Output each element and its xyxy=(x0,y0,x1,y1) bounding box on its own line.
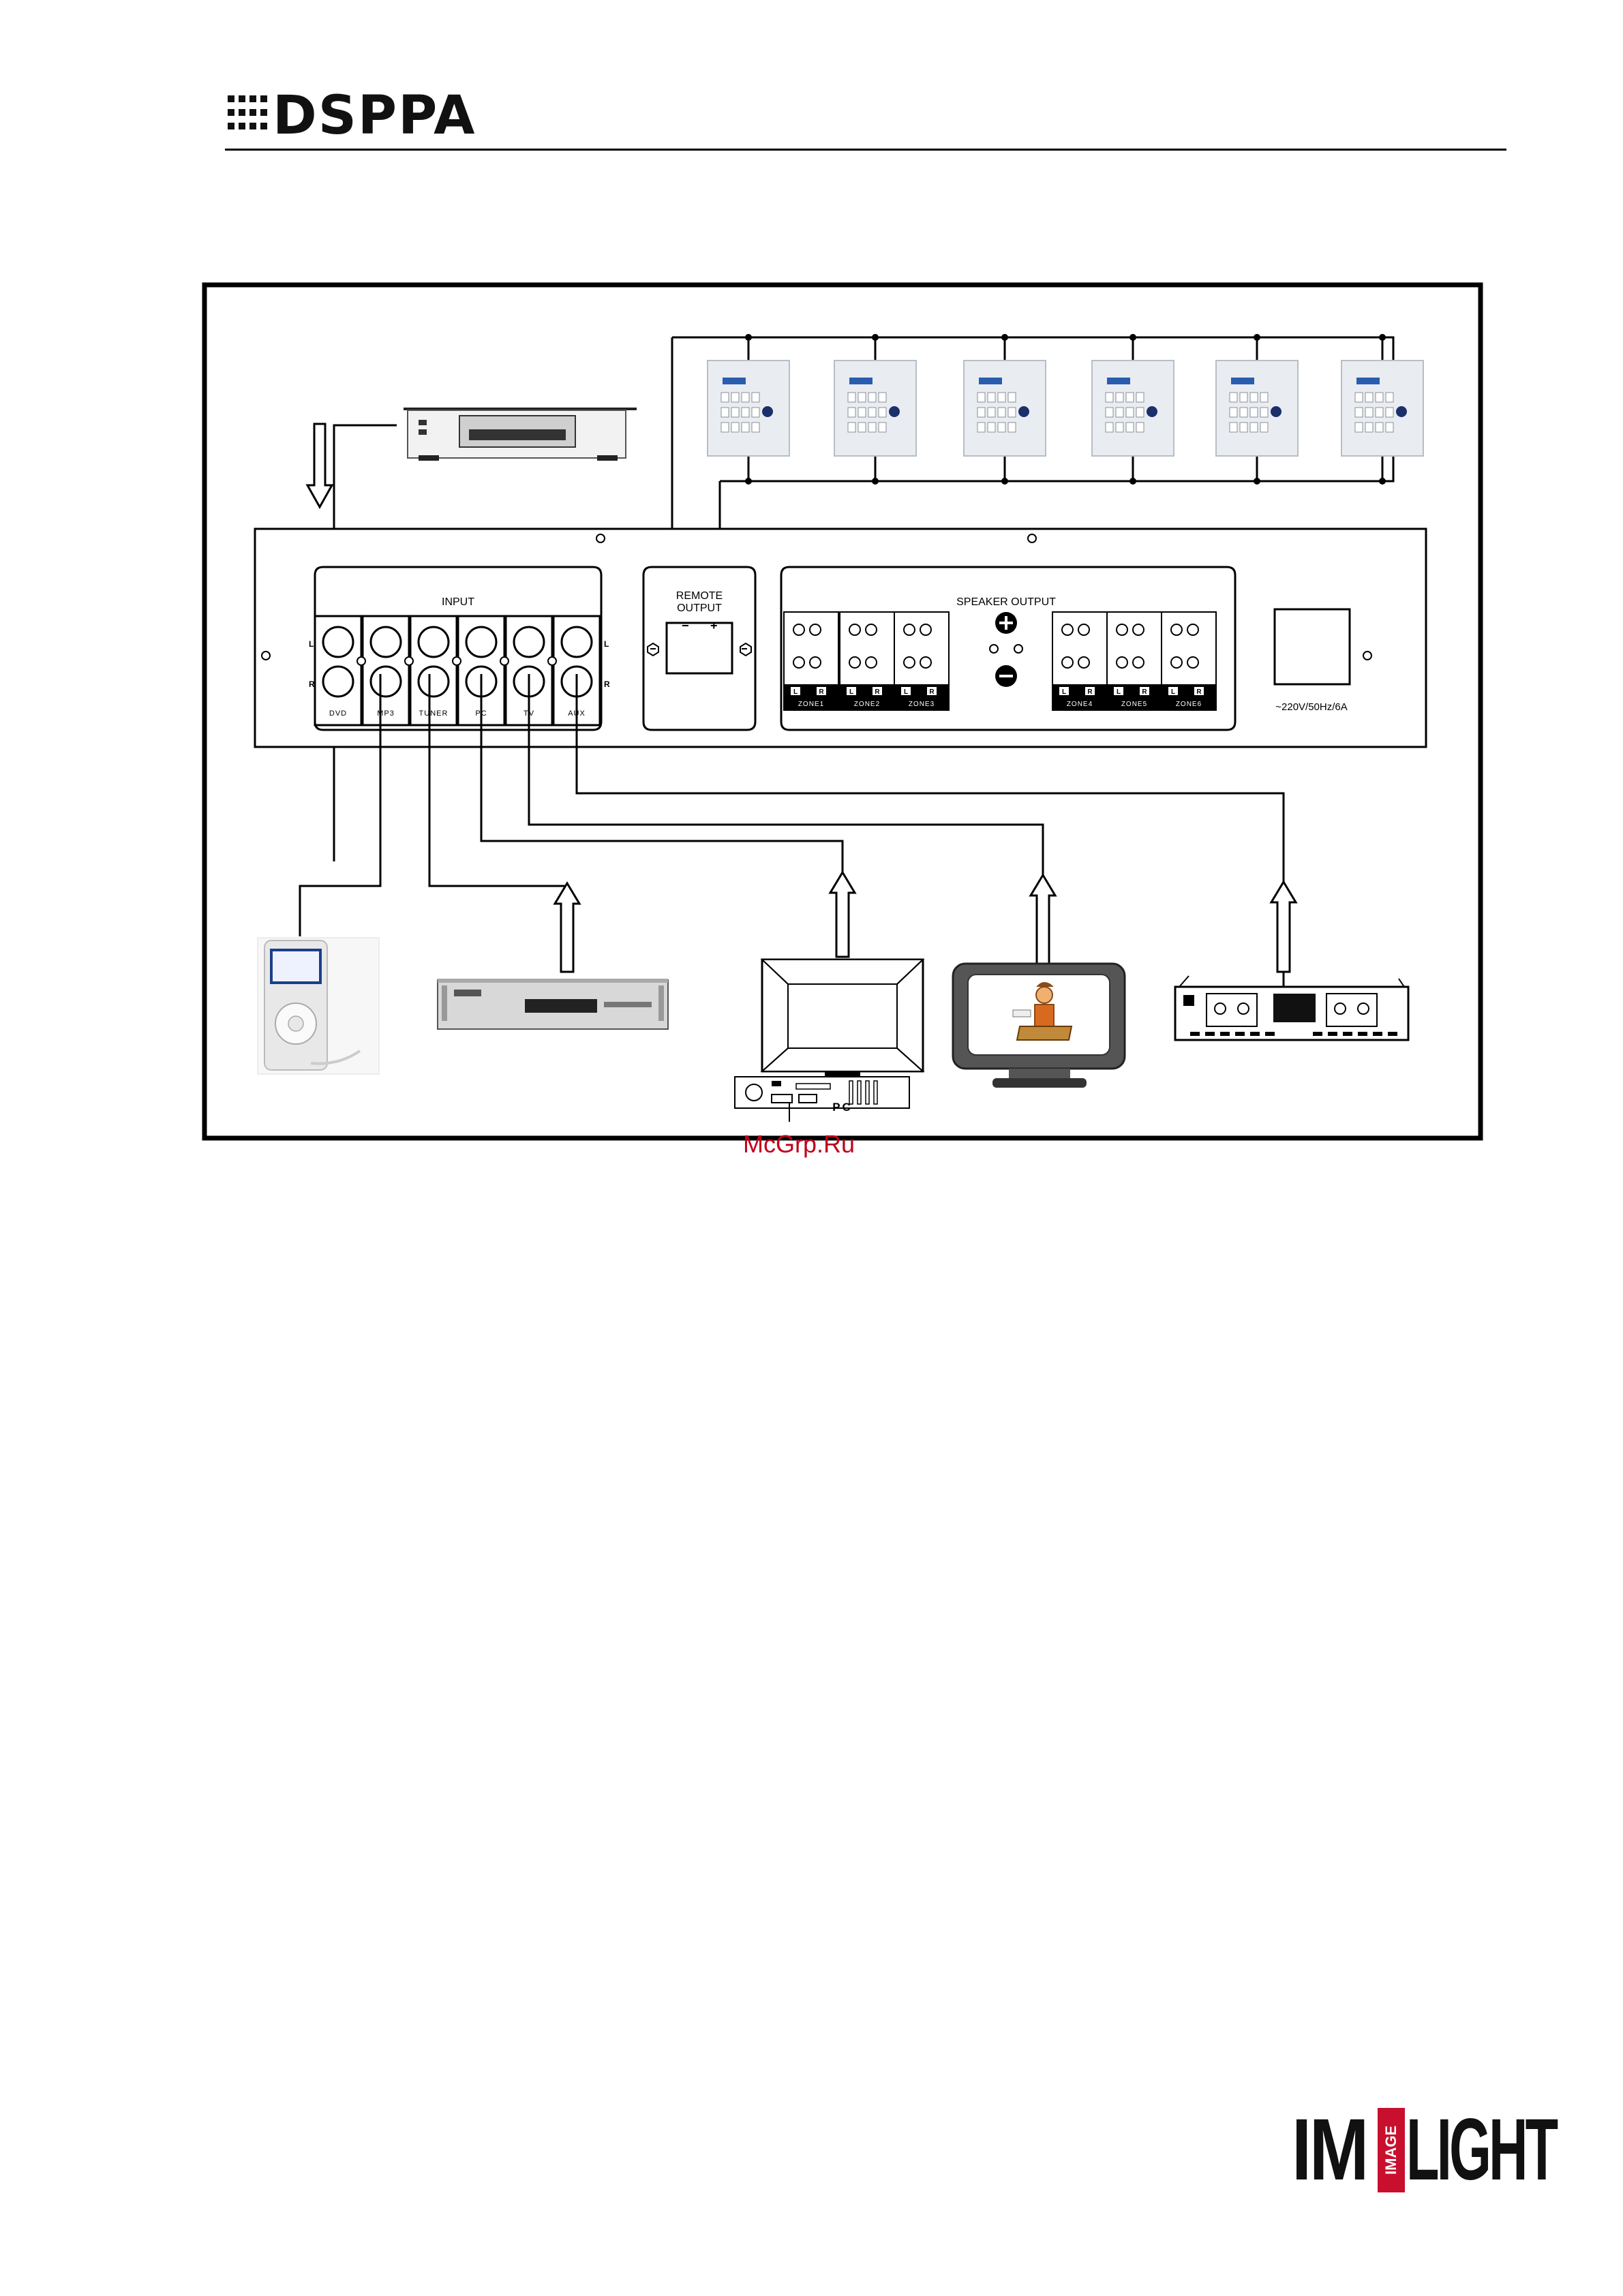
input-channel-label: TUNER xyxy=(419,709,449,718)
remote-panels xyxy=(672,334,1423,485)
zone-l-mark: L xyxy=(793,688,798,696)
dsppa-logo: DSPPA xyxy=(225,89,484,143)
zone-label: ZONE3 xyxy=(909,701,935,708)
remote-panel xyxy=(964,334,1046,485)
input-title: INPUT xyxy=(442,596,474,608)
rca-jack-left xyxy=(466,627,496,657)
zone-l-mark: L xyxy=(1062,688,1066,696)
zone-r-mark: R xyxy=(1196,688,1202,696)
brand-left: IM xyxy=(1292,2102,1367,2198)
tuner-device xyxy=(438,979,668,1029)
rca-jack-left xyxy=(419,627,449,657)
mp3-player-device xyxy=(258,938,379,1074)
aux-deck-device xyxy=(1175,976,1408,1040)
input-right-mark-right: R xyxy=(604,679,610,689)
zone-label: ZONE4 xyxy=(1067,701,1093,708)
rca-jack-left xyxy=(562,627,592,657)
power-socket-icon xyxy=(1275,609,1350,684)
zone-l-mark: L xyxy=(904,688,908,696)
rca-jack-right xyxy=(371,667,401,697)
remote-panel xyxy=(708,334,789,485)
speaker-output-title: SPEAKER OUTPUT xyxy=(956,596,1056,608)
input-left-mark: L xyxy=(309,639,314,649)
logo-dots-icon xyxy=(225,89,273,143)
remote-panel xyxy=(1216,334,1298,485)
rca-jack-right xyxy=(323,667,353,697)
rca-jack-left xyxy=(371,627,401,657)
arrow-up-icon xyxy=(1271,882,1296,972)
header-rule xyxy=(225,149,1506,151)
watermark: McGrp.Ru xyxy=(743,1130,855,1159)
zone-label: ZONE1 xyxy=(798,701,824,708)
pc-label: PC xyxy=(832,1101,853,1114)
zone-r-mark: R xyxy=(1087,688,1093,696)
zone-l-mark: L xyxy=(1117,688,1121,696)
arrow-down-icon xyxy=(307,424,332,507)
input-right-mark: R xyxy=(309,679,315,689)
zone-l-mark: L xyxy=(849,688,853,696)
zone-label: ZONE2 xyxy=(854,701,880,708)
remote-output-title-1: REMOTE xyxy=(676,590,723,602)
zone-l-mark: L xyxy=(1171,688,1175,696)
input-left-mark-right: L xyxy=(604,639,609,649)
zone-r-mark: R xyxy=(819,688,824,696)
arrow-up-icon xyxy=(830,872,855,957)
remote-panel xyxy=(834,334,916,485)
zone-r-mark: R xyxy=(875,688,880,696)
pc-device: PC xyxy=(735,960,923,1122)
rca-jack-left xyxy=(323,627,353,657)
imagelight-logo: IM IMAGE LIGHT xyxy=(1292,2102,1503,2198)
zone-label: ZONE6 xyxy=(1176,701,1202,708)
remote-output-title-2: OUTPUT xyxy=(677,602,722,614)
zone-label: ZONE5 xyxy=(1121,701,1147,708)
rca-jack-right xyxy=(419,667,449,697)
power-label: ~220V/50Hz/6A xyxy=(1275,701,1348,713)
zone-r-mark: R xyxy=(1142,688,1147,696)
remote-panel xyxy=(1092,334,1174,485)
rca-jack-left xyxy=(514,627,544,657)
input-channel-label: DVD xyxy=(329,709,347,718)
remote-panel xyxy=(1341,334,1423,485)
cd-player-device xyxy=(404,408,637,461)
brand-right: LIGHT xyxy=(1406,2102,1556,2198)
remote-plus: + xyxy=(710,619,718,632)
tv-device xyxy=(953,964,1125,1088)
zone-r-mark: R xyxy=(929,688,935,696)
brand-vertical: IMAGE xyxy=(1378,2108,1405,2192)
remote-minus: − xyxy=(682,619,689,632)
logo-text: DSPPA xyxy=(273,89,476,143)
arrow-up-icon xyxy=(555,883,579,972)
